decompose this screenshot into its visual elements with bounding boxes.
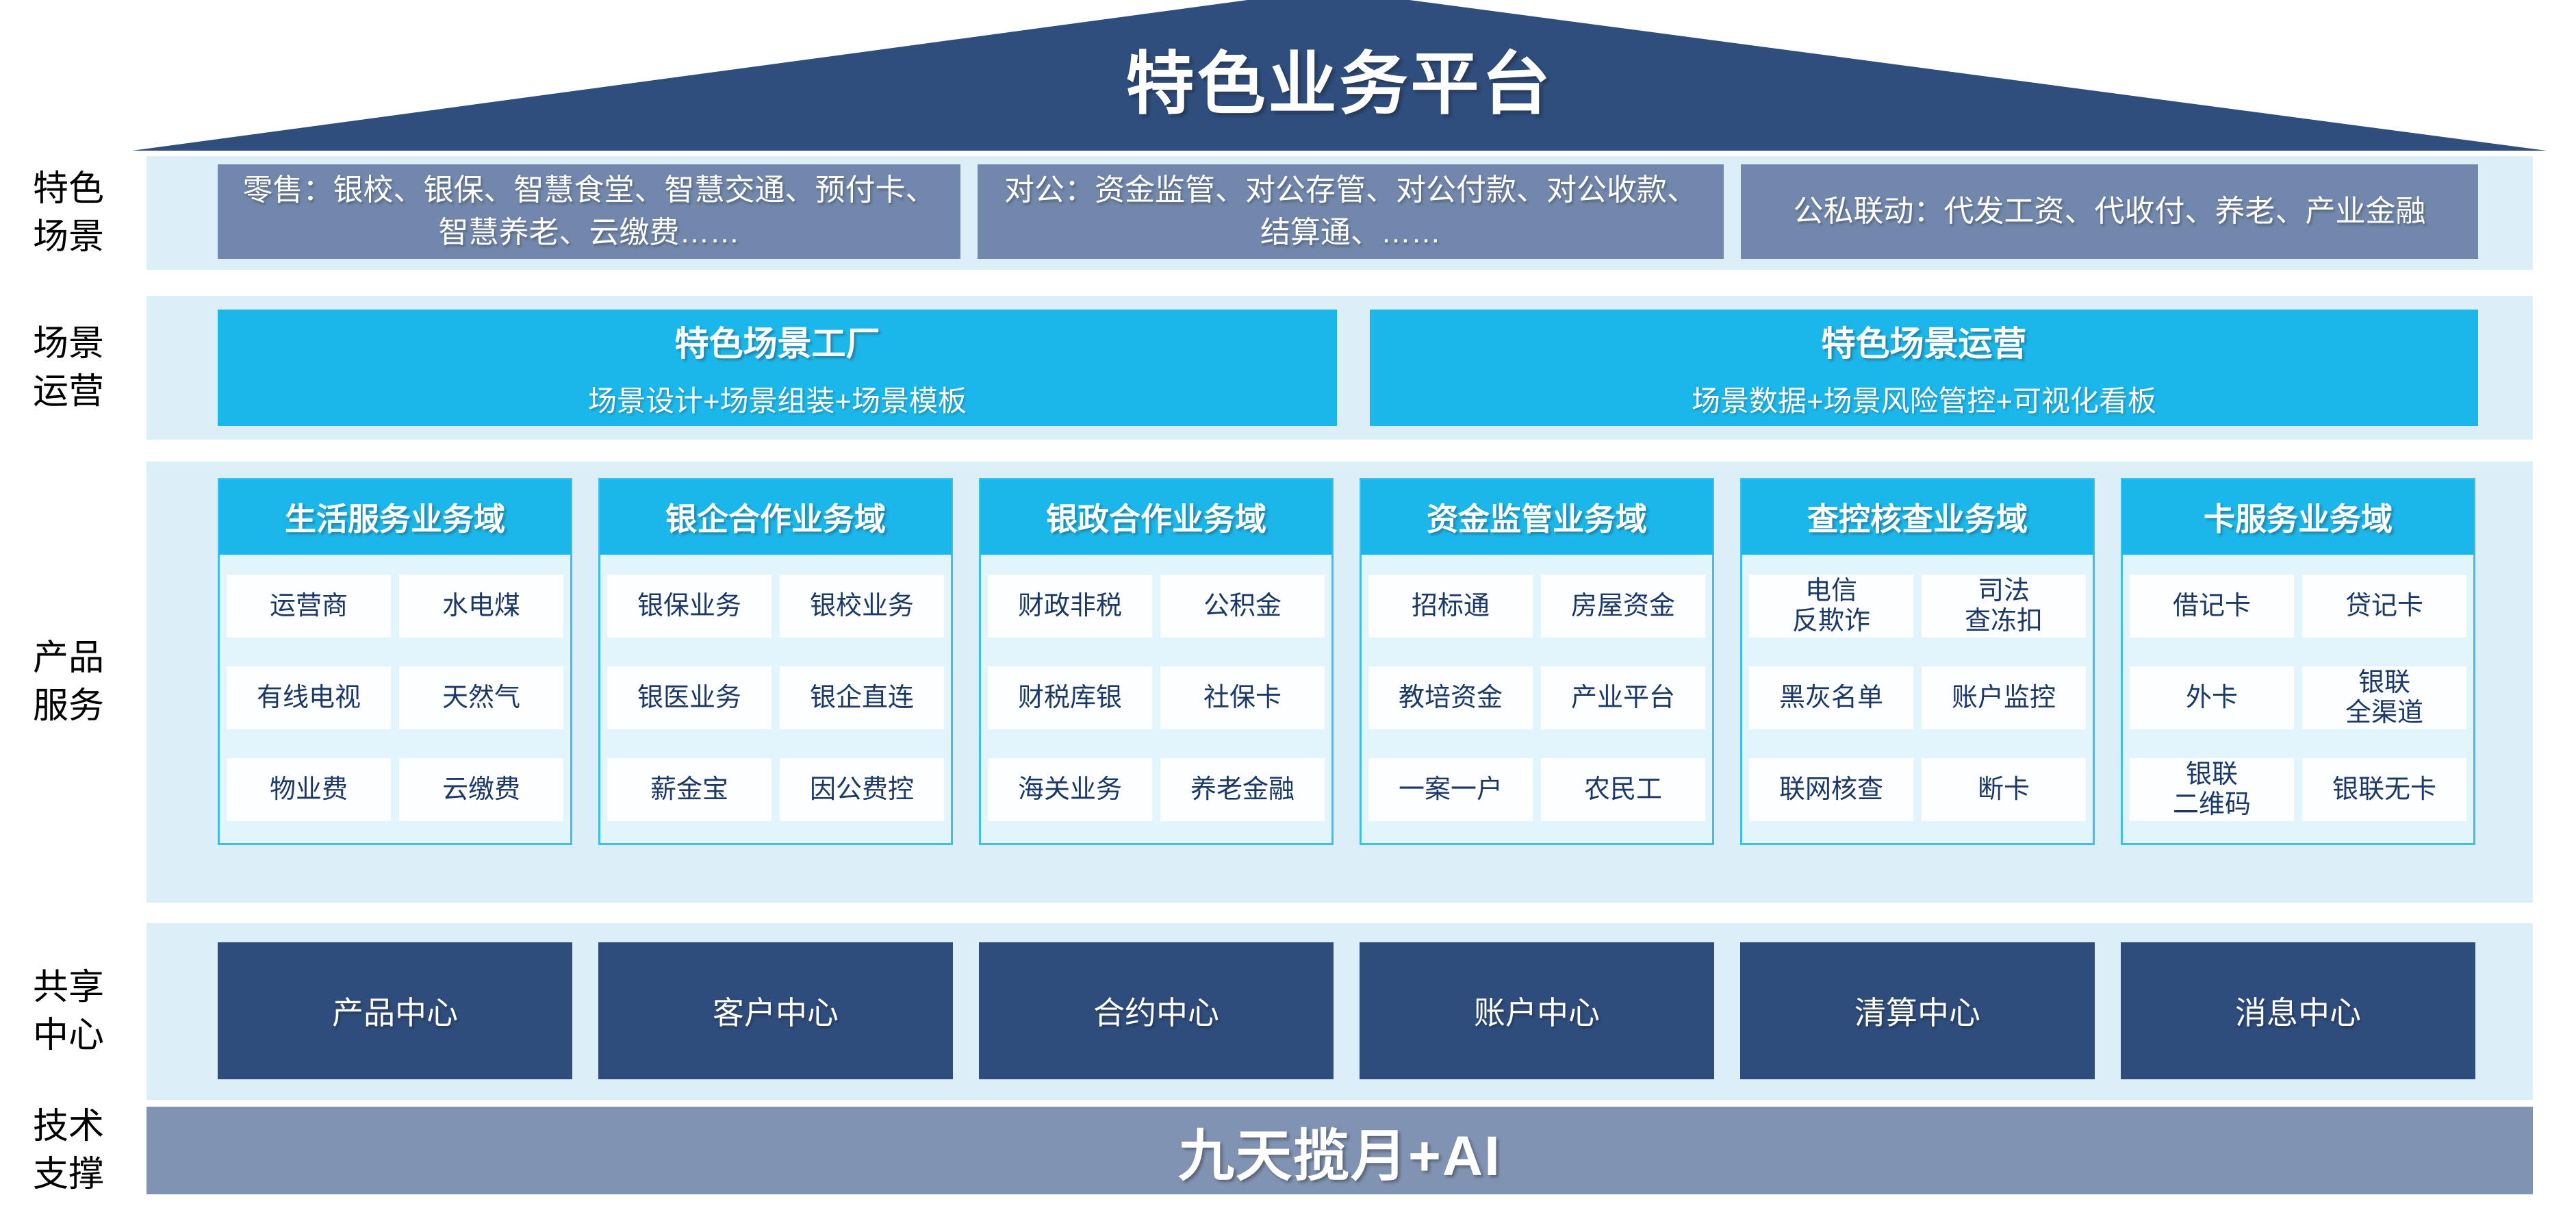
platform-roof: 特色业务平台: [132, 0, 2547, 151]
product-column-bank-government: 银政合作业务域 财政非税 公积金 财税库银 社保卡 海关业务 养老金融: [979, 478, 1334, 845]
product-item-cell: 银保业务: [607, 575, 771, 638]
product-item-cell: 云缴费: [399, 758, 563, 821]
product-column-life-services: 生活服务业务域 运营商 水电煤 有线电视 天然气 物业费 云缴费: [218, 478, 572, 845]
product-item-cell: 招标通: [1368, 575, 1533, 638]
operations-box-factory: 特色场景工厂 场景设计+场景组装+场景模板: [218, 310, 1337, 426]
product-item-cell: 薪金宝: [607, 758, 771, 821]
scenario-box-retail: 零售：银校、银保、智慧食堂、智慧交通、预付卡、智慧养老、云缴费……: [218, 164, 960, 259]
row-label-centers: 共享 中心: [32, 968, 104, 1055]
row-label-operations: 场景 运营: [32, 324, 104, 412]
product-column-header: 生活服务业务域: [219, 479, 571, 555]
product-item-cell: 教培资金: [1368, 666, 1533, 729]
product-item-cell: 运营商: [227, 575, 391, 638]
product-item-cell: 账户监控: [1922, 666, 2086, 729]
row-label-tech: 技术 支撑: [32, 1107, 104, 1194]
operations-box-operation: 特色场景运营 场景数据+场景风险管控+可视化看板: [1370, 310, 2478, 426]
row-label-scenario: 特色 场景: [32, 169, 104, 257]
tech-support-bar: 九天揽月+AI: [146, 1107, 2533, 1194]
product-column-body: 招标通 房屋资金 教培资金 产业平台 一案一户 农民工: [1362, 554, 1712, 843]
product-item-cell: 电信 反欺诈: [1749, 575, 1913, 638]
product-item-cell: 银联 全渠道: [2302, 666, 2466, 729]
product-item-cell: 黑灰名单: [1749, 666, 1913, 729]
product-column-body: 银保业务 银校业务 银医业务 银企直连 薪金宝 因公费控: [600, 554, 951, 843]
operations-box-subtitle: 场景设计+场景组装+场景模板: [587, 384, 967, 417]
product-item-cell: 公积金: [1160, 575, 1325, 638]
center-box-product: 产品中心: [218, 942, 572, 1079]
product-item-cell: 农民工: [1541, 758, 1705, 821]
product-item-cell: 天然气: [399, 666, 563, 729]
product-item-cell: 联网核查: [1749, 758, 1913, 821]
product-item-cell: 因公费控: [780, 758, 944, 821]
page-title: 特色业务平台: [1125, 45, 1553, 123]
product-column-body: 借记卡 贷记卡 外卡 银联 全渠道 银联 二维码 银联无卡: [2123, 554, 2473, 843]
scenario-box-corporate: 对公：资金监管、对公存管、对公付款、对公收款、结算通、……: [978, 164, 1724, 259]
product-item-cell: 一案一户: [1368, 758, 1533, 821]
center-box-message: 消息中心: [2121, 942, 2475, 1079]
center-box-clearing: 清算中心: [1740, 942, 2095, 1079]
product-item-cell: 产业平台: [1541, 666, 1705, 729]
product-item-cell: 银校业务: [780, 575, 944, 638]
product-column-inspection-check: 查控核查业务域 电信 反欺诈 司法 查冻扣 黑灰名单 账户监控 联网核查 断卡: [1740, 478, 2095, 845]
operations-box-title: 特色场景运营: [1821, 324, 2027, 363]
product-item-cell: 财政非税: [988, 575, 1152, 638]
product-column-header: 银企合作业务域: [600, 479, 952, 555]
product-item-cell: 物业费: [227, 758, 391, 821]
product-column-header: 查控核查业务域: [1742, 479, 2093, 555]
product-column-fund-supervision: 资金监管业务域 招标通 房屋资金 教培资金 产业平台 一案一户 农民工: [1360, 478, 1714, 845]
scenario-band: 零售：银校、银保、智慧食堂、智慧交通、预付卡、智慧养老、云缴费…… 对公：资金监…: [146, 156, 2533, 270]
product-item-cell: 社保卡: [1160, 666, 1325, 729]
product-item-cell: 有线电视: [227, 666, 391, 729]
product-item-cell: 借记卡: [2130, 575, 2294, 638]
product-item-cell: 水电煤: [399, 575, 563, 638]
product-item-cell: 断卡: [1922, 758, 2086, 821]
center-box-contract: 合约中心: [979, 942, 1334, 1079]
scenario-box-public-private: 公私联动：代发工资、代收付、养老、产业金融: [1741, 164, 2478, 259]
product-column-header: 银政合作业务域: [980, 479, 1332, 555]
product-column-body: 财政非税 公积金 财税库银 社保卡 海关业务 养老金融: [981, 554, 1331, 843]
product-column-header: 资金监管业务域: [1361, 479, 1713, 555]
product-column-body: 电信 反欺诈 司法 查冻扣 黑灰名单 账户监控 联网核查 断卡: [1742, 554, 2093, 843]
product-column-bank-enterprise: 银企合作业务域 银保业务 银校业务 银医业务 银企直连 薪金宝 因公费控: [598, 478, 953, 845]
operations-box-title: 特色场景工厂: [674, 324, 880, 363]
row-label-products: 产品 服务: [32, 638, 104, 726]
product-column-card-services: 卡服务业务域 借记卡 贷记卡 外卡 银联 全渠道 银联 二维码 银联无卡: [2121, 478, 2475, 845]
product-item-cell: 贷记卡: [2302, 575, 2466, 638]
product-item-cell: 银企直连: [780, 666, 944, 729]
center-box-account: 账户中心: [1360, 942, 1714, 1079]
product-column-header: 卡服务业务域: [2122, 479, 2474, 555]
products-band: 生活服务业务域 运营商 水电煤 有线电视 天然气 物业费 云缴费 银企合作业务域…: [146, 462, 2533, 903]
center-box-customer: 客户中心: [598, 942, 953, 1079]
product-item-cell: 海关业务: [988, 758, 1152, 821]
operations-band: 特色场景工厂 场景设计+场景组装+场景模板 特色场景运营 场景数据+场景风险管控…: [146, 296, 2533, 440]
product-item-cell: 房屋资金: [1541, 575, 1705, 638]
product-item-cell: 养老金融: [1160, 758, 1325, 821]
product-item-cell: 外卡: [2130, 666, 2294, 729]
product-item-cell: 财税库银: [988, 666, 1152, 729]
centers-band: 产品中心 客户中心 合约中心 账户中心 清算中心 消息中心: [146, 923, 2533, 1100]
product-item-cell: 司法 查冻扣: [1922, 575, 2086, 638]
product-item-cell: 银医业务: [607, 666, 771, 729]
product-item-cell: 银联 二维码: [2130, 758, 2294, 821]
product-column-body: 运营商 水电煤 有线电视 天然气 物业费 云缴费: [220, 554, 570, 843]
product-item-cell: 银联无卡: [2302, 758, 2466, 821]
operations-box-subtitle: 场景数据+场景风险管控+可视化看板: [1691, 384, 2157, 417]
